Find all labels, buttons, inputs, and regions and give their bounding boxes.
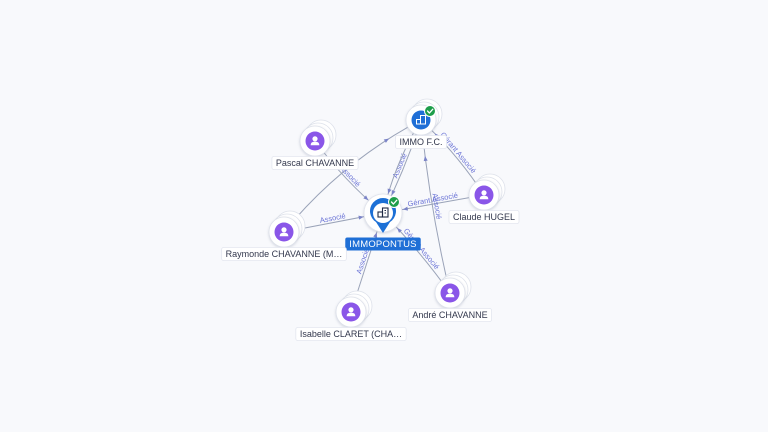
node-label-background bbox=[407, 308, 493, 322]
node-label-background bbox=[448, 210, 520, 224]
node-label: André CHAVANNE bbox=[412, 310, 487, 320]
node-label-background bbox=[345, 237, 421, 251]
edge-arrow bbox=[363, 195, 369, 201]
edge-arrow bbox=[391, 189, 396, 196]
node-immopontus[interactable]: IMMOPONTUS bbox=[345, 193, 421, 251]
node-isabelle[interactable]: Isabelle CLARET (CHA… bbox=[295, 290, 407, 341]
node-andre[interactable]: André CHAVANNE bbox=[407, 271, 493, 322]
node-label: Raymonde CHAVANNE (M… bbox=[226, 249, 343, 259]
node-label: Claude HUGEL bbox=[453, 212, 515, 222]
node-label-background bbox=[221, 247, 347, 261]
edge-arrow bbox=[383, 138, 390, 143]
edge-arrow bbox=[387, 188, 392, 194]
edge-arrow bbox=[423, 155, 428, 162]
nodes-layer: IMMOPONTUS IMMO F.C. Pascal CHAVANNE Raymon… bbox=[221, 98, 520, 341]
node-label-background bbox=[395, 135, 447, 149]
node-label-background bbox=[295, 327, 407, 341]
node-label: IMMO F.C. bbox=[400, 137, 443, 147]
person-icon bbox=[445, 288, 455, 298]
edge-label: Associé bbox=[391, 152, 409, 180]
check-badge-icon bbox=[424, 105, 436, 117]
edge-arrow bbox=[358, 215, 364, 220]
edge-arrow bbox=[373, 232, 378, 238]
person-icon bbox=[346, 307, 356, 317]
edge-label: Associé bbox=[430, 193, 443, 220]
person-icon bbox=[310, 136, 320, 146]
building-icon bbox=[416, 115, 426, 125]
building-icon bbox=[377, 207, 389, 218]
person-icon bbox=[279, 227, 289, 237]
node-label-background bbox=[271, 156, 359, 170]
node-label: Pascal CHAVANNE bbox=[276, 158, 354, 168]
edge-arrow bbox=[397, 227, 402, 233]
edge-arrow bbox=[402, 206, 409, 211]
check-badge-icon bbox=[388, 196, 400, 208]
edge-label: Associé bbox=[354, 247, 371, 275]
node-label: IMMOPONTUS bbox=[349, 239, 416, 250]
node-pascal[interactable]: Pascal CHAVANNE bbox=[271, 119, 359, 170]
node-immo_fc[interactable]: IMMO F.C. bbox=[395, 98, 447, 149]
node-raymonde[interactable]: Raymonde CHAVANNE (M… bbox=[221, 210, 347, 261]
person-icon bbox=[479, 190, 489, 200]
node-label: Isabelle CLARET (CHA… bbox=[300, 329, 402, 339]
node-claude[interactable]: Claude HUGEL bbox=[448, 173, 520, 224]
